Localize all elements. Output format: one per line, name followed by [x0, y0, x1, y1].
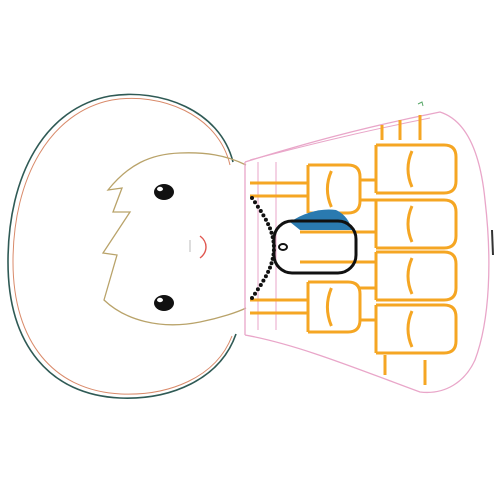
seat-right-4	[374, 303, 458, 355]
seat-right-1-back	[376, 143, 458, 195]
arc-dot-4	[261, 213, 266, 218]
seat-right-3	[374, 250, 458, 302]
right-eye	[154, 295, 174, 311]
arc-dot-2	[255, 204, 260, 209]
mouth-mark	[199, 235, 207, 259]
head-outline-outer	[7, 93, 237, 399]
center-cartridge	[272, 209, 358, 275]
arc-dot-20	[258, 283, 263, 287]
arc-dot-1	[253, 200, 257, 205]
seat-right-4-back	[376, 303, 458, 355]
arc-dot-6	[266, 222, 271, 227]
arc-dot-8	[269, 230, 274, 235]
face-hair-outline	[101, 152, 247, 326]
seat-mid-top-back	[308, 163, 362, 215]
arc-dot-17	[266, 269, 271, 274]
arc-dot-19	[261, 278, 266, 283]
seat-right-1-cushion	[406, 150, 414, 188]
cartridge-hole	[278, 243, 288, 251]
seat-right-2-cushion	[406, 205, 414, 243]
head-outline-accent	[12, 97, 233, 395]
body-outline-inner	[249, 117, 431, 161]
seat-mid-bottom-back	[308, 280, 362, 334]
body-outline	[244, 111, 490, 394]
arc-dot-21	[255, 287, 260, 292]
seat-mid-bottom-cushion	[325, 287, 333, 327]
left-eye	[154, 184, 174, 200]
side-bar	[491, 229, 494, 256]
seat-right-1	[374, 143, 458, 195]
arc-dot-5	[263, 217, 268, 222]
seat-right-4-cushion	[406, 310, 414, 348]
seat-mid-top-cushion	[325, 170, 333, 208]
seat-mid-bottom	[306, 280, 362, 334]
arc-dot-15	[269, 261, 274, 266]
arc-dot-18	[263, 274, 268, 279]
seat-right-3-back	[376, 250, 458, 302]
seat-right-2-back	[376, 198, 458, 250]
seat-right-3-cushion	[406, 257, 414, 295]
dotted-arc	[250, 196, 276, 300]
head-shape	[7, 93, 237, 399]
seat-grid	[250, 115, 458, 385]
body-panel	[244, 101, 494, 394]
seat-mid-top	[306, 163, 362, 215]
arc-dot-22	[253, 291, 257, 296]
arc-dot-7	[268, 226, 272, 231]
arc-dot-3	[258, 209, 263, 213]
arc-dot-16	[268, 265, 272, 270]
arc-dot-0	[250, 196, 254, 200]
arc-dot-23	[250, 296, 254, 300]
accent-tick	[417, 101, 424, 107]
cartridge-body	[272, 219, 358, 275]
seat-right-2	[374, 198, 458, 250]
